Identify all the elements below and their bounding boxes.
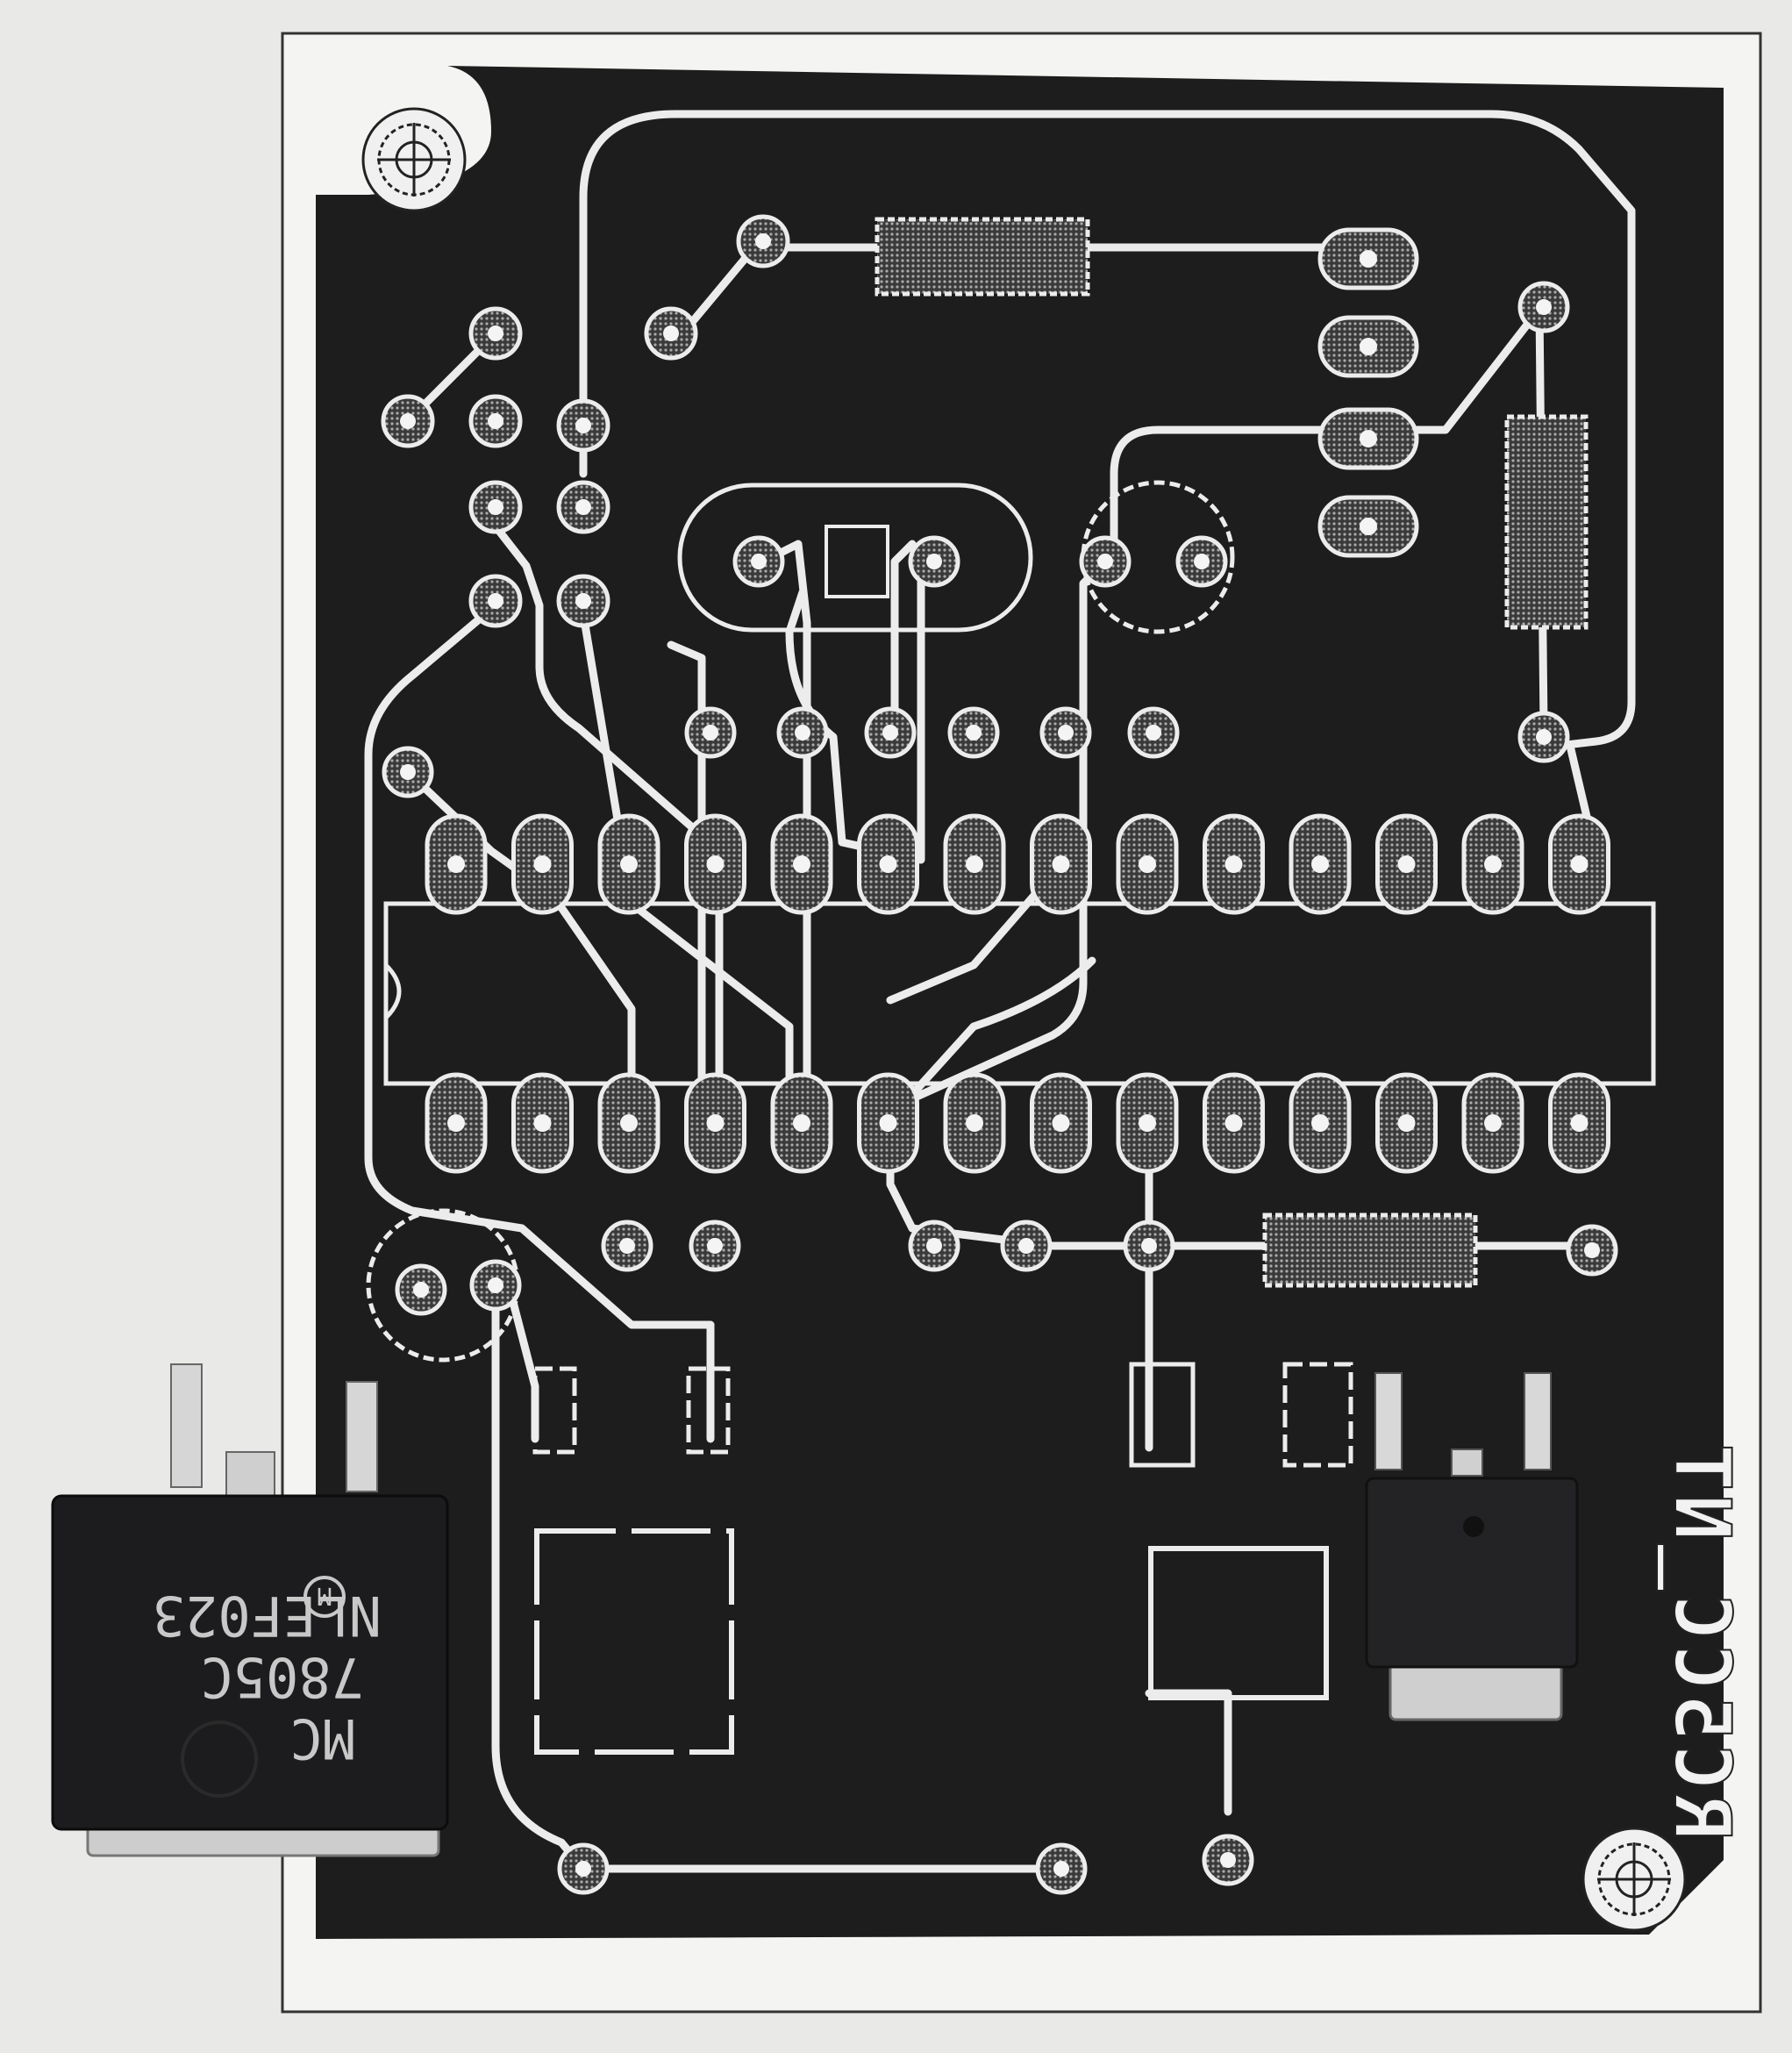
pad-drill-hole xyxy=(619,1238,635,1254)
pad-drill-hole xyxy=(1570,855,1589,873)
pad-drill-hole xyxy=(1097,554,1113,569)
pad-drill-hole xyxy=(575,499,591,515)
pad-drill-hole xyxy=(1220,1852,1236,1868)
pad-drill-hole xyxy=(488,325,503,341)
pad-drill-hole xyxy=(1536,299,1552,315)
pad-drill-hole xyxy=(926,1238,942,1254)
chip-marking-line3: NLEF023 xyxy=(153,1584,382,1648)
pad-drill-hole xyxy=(1360,338,1377,355)
chip-marking-line2: 7805C xyxy=(200,1645,364,1709)
pad-drill-hole xyxy=(533,1114,552,1132)
pad-drill-hole xyxy=(620,1114,638,1132)
pad-drill-hole xyxy=(1224,855,1243,873)
pad-drill-hole xyxy=(488,593,503,609)
transistor-q1 xyxy=(1081,480,1235,634)
pad-drill-hole xyxy=(575,593,591,609)
smd-pad-large-left xyxy=(534,1528,734,1755)
pad-drill-hole xyxy=(1536,729,1552,745)
pad-drill-hole xyxy=(575,418,591,433)
smd-pad-4 xyxy=(1282,1362,1353,1468)
pad-drill-hole xyxy=(1146,725,1161,740)
smd-pad-1 xyxy=(532,1366,577,1455)
pad-drill-hole xyxy=(1139,1114,1156,1132)
pad-drill-hole xyxy=(793,855,810,873)
pad-drill-hole xyxy=(1053,1861,1069,1877)
pad-drill-hole xyxy=(447,855,465,873)
pad-drill-hole xyxy=(1360,250,1377,268)
pad-drill-hole xyxy=(1194,554,1210,569)
pad-drill-hole xyxy=(533,855,552,873)
pad-drill-hole xyxy=(1058,725,1074,740)
pad-drill-hole xyxy=(1397,855,1416,873)
pad-drill-hole xyxy=(926,554,942,569)
pad-drill-hole xyxy=(1052,1114,1070,1132)
pad-drill-hole xyxy=(1018,1238,1034,1254)
board-silkscreen-label: RC5CC_NT xyxy=(1656,1440,1748,1842)
smd-pad-large-right xyxy=(1148,1546,1329,1700)
pad-drill-hole xyxy=(966,725,982,740)
mounting-hole-top-left xyxy=(361,107,467,212)
smd-pad-2 xyxy=(686,1366,731,1455)
pad-drill-hole xyxy=(703,725,718,740)
pad-drill-hole xyxy=(882,725,898,740)
dip-ic-notch xyxy=(384,963,402,1019)
mounting-hole-bottom-right xyxy=(1581,1827,1687,1932)
pad-drill-hole xyxy=(1360,518,1377,535)
pad-drill-hole xyxy=(966,855,983,873)
pad-drill-hole xyxy=(795,725,810,740)
pad-drill-hole xyxy=(706,855,725,873)
pad-drill-hole xyxy=(1311,855,1329,873)
pad-drill-hole xyxy=(488,413,503,429)
pad-drill-hole xyxy=(751,554,767,569)
pad-drill-hole xyxy=(488,1277,503,1293)
resistor-r1 xyxy=(875,217,1090,297)
pad-drill-hole xyxy=(1584,1242,1600,1258)
silkscreen-text: RC5CC_NT xyxy=(1657,1441,1747,1841)
pad-drill-hole xyxy=(575,1861,591,1877)
dip-ic-outline xyxy=(383,901,1656,1086)
dpak-component-on-board xyxy=(1365,1372,1579,1721)
solder-pads xyxy=(381,214,1618,1895)
resistor-r3 xyxy=(1262,1212,1478,1288)
chip-marking-line1: MC xyxy=(289,1706,355,1770)
resistor-r2 xyxy=(1504,414,1589,630)
motorola-logo-icon: M xyxy=(303,1576,346,1618)
pad-drill-hole xyxy=(1484,855,1502,873)
pad-drill-hole xyxy=(400,413,416,429)
pad-drill-hole xyxy=(1139,855,1156,873)
motorola-logo-letter: M xyxy=(318,1582,332,1611)
pad-drill-hole xyxy=(707,1238,723,1254)
pad-drill-hole xyxy=(400,764,416,780)
regulator-chip: MC 7805C NLEF023 M xyxy=(51,1363,449,1857)
pad-drill-hole xyxy=(620,855,638,873)
pad-drill-hole xyxy=(755,233,771,249)
pad-drill-hole xyxy=(879,1114,897,1132)
pad-drill-hole xyxy=(793,1114,810,1132)
pad-drill-hole xyxy=(488,499,503,515)
pad-drill-hole xyxy=(1141,1238,1157,1254)
smd-pad-3 xyxy=(1129,1362,1196,1468)
pad-drill-hole xyxy=(447,1114,465,1132)
pad-drill-hole xyxy=(879,855,897,873)
pad-drill-hole xyxy=(663,325,679,341)
pad-drill-hole xyxy=(1360,430,1377,447)
pad-drill-hole xyxy=(1311,1114,1329,1132)
pad-drill-hole xyxy=(1570,1114,1589,1132)
crystal-outline xyxy=(677,483,1033,633)
pad-drill-hole xyxy=(1397,1114,1416,1132)
pad-drill-hole xyxy=(413,1282,429,1298)
pad-drill-hole xyxy=(1052,855,1070,873)
crystal-body xyxy=(825,525,889,598)
pad-drill-hole xyxy=(1224,1114,1243,1132)
pad-drill-hole xyxy=(1484,1114,1502,1132)
pad-drill-hole xyxy=(966,1114,983,1132)
pad-drill-hole xyxy=(706,1114,725,1132)
